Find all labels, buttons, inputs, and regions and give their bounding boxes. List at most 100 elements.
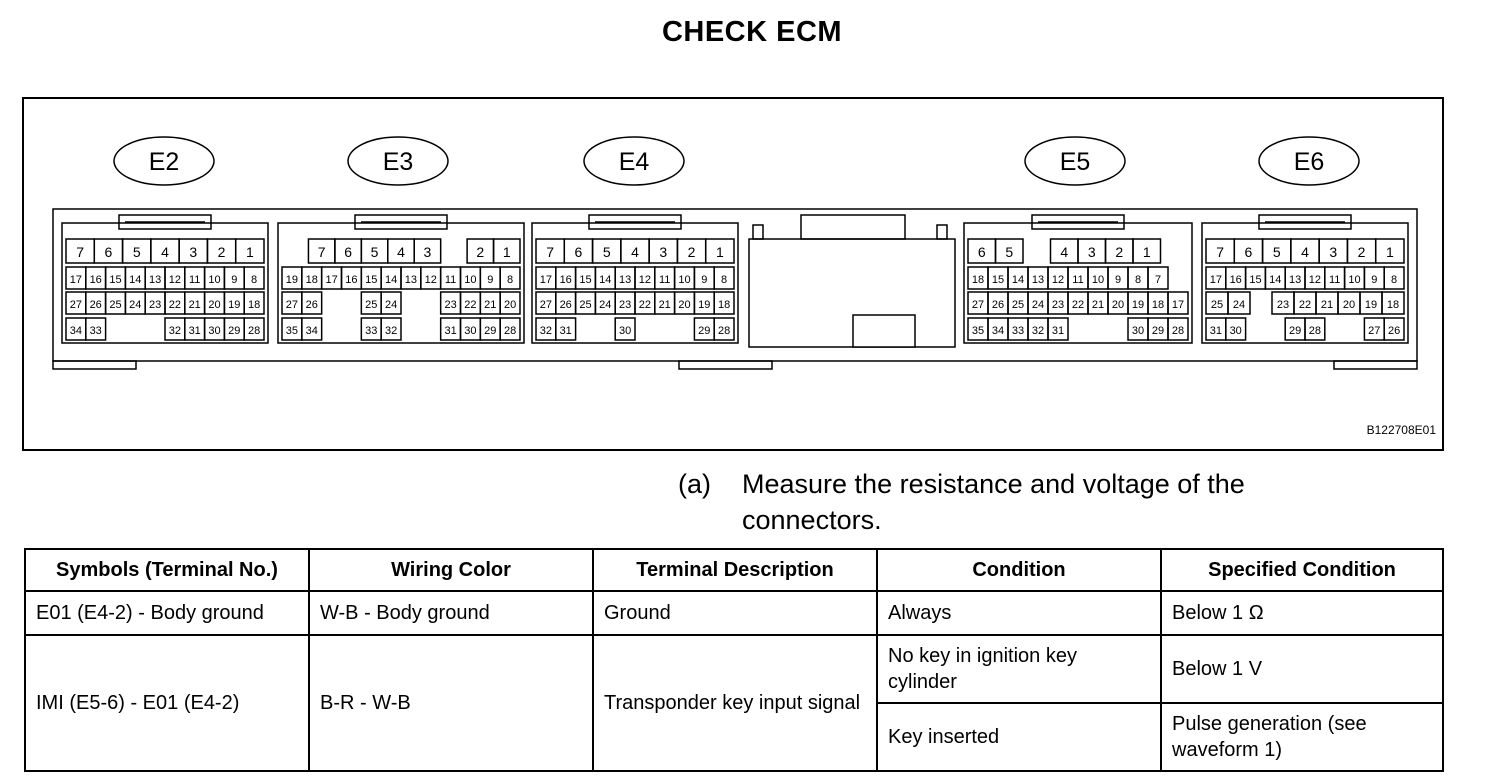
terminal-number: 7	[1155, 274, 1161, 286]
cell-spec: Below 1 V	[1160, 634, 1444, 704]
terminal-cell	[243, 266, 265, 290]
terminal-number: 11	[1072, 274, 1083, 286]
terminal-number: 5	[1273, 244, 1281, 260]
terminal-number: 1	[1386, 244, 1394, 260]
header-specified-condition: Specified Condition	[1160, 548, 1444, 592]
terminal-number: 4	[397, 244, 405, 260]
terminal-number: 4	[1060, 244, 1068, 260]
center-latch	[800, 214, 906, 240]
cell-symbol: IMI (E5-6) - E01 (E4-2)	[24, 634, 310, 772]
terminal-number: 1	[716, 244, 724, 260]
terminal-number: 17	[540, 274, 552, 286]
terminal-number: 9	[1371, 274, 1377, 286]
terminal-number: 33	[1012, 325, 1024, 337]
terminal-number: 16	[345, 274, 357, 286]
housing-tab	[52, 360, 137, 370]
terminal-number: 19	[286, 274, 298, 286]
terminal-number: 32	[540, 325, 552, 337]
terminal-number: 2	[688, 244, 696, 260]
terminal-number: 24	[599, 299, 611, 311]
terminal-number: 28	[1172, 325, 1184, 337]
connector-latch	[1031, 214, 1125, 230]
terminal-number: 11	[189, 274, 200, 286]
cell-description: Ground	[592, 590, 878, 636]
terminal-number: 7	[546, 244, 554, 260]
connector-body	[531, 222, 739, 344]
terminal-number: 32	[1032, 325, 1044, 337]
terminal-number: 2	[1115, 244, 1123, 260]
terminal-number: 9	[231, 274, 237, 286]
terminal-number: 3	[659, 244, 667, 260]
terminal-cell	[1047, 317, 1069, 341]
terminal-number: 29	[1152, 325, 1164, 337]
terminal-number: 27	[70, 299, 82, 311]
terminal-cell	[1167, 291, 1189, 315]
terminal-number: 5	[371, 244, 379, 260]
terminal-number: 30	[464, 325, 476, 337]
step-text: Measure the resistance and voltage of th…	[742, 469, 1245, 535]
terminal-number: 10	[1092, 274, 1104, 286]
terminal-number: 14	[1012, 274, 1024, 286]
connector-label: E5	[1060, 148, 1091, 176]
terminal-number: 23	[444, 299, 456, 311]
terminal-number: 8	[1135, 274, 1141, 286]
terminal-number: 19	[698, 299, 710, 311]
terminal-number: 25	[1012, 299, 1024, 311]
terminal-cell	[499, 317, 521, 341]
terminal-number: 20	[504, 299, 516, 311]
terminal-cell	[499, 266, 521, 290]
terminal-number: 6	[344, 244, 352, 260]
terminal-number: 11	[1329, 274, 1340, 286]
terminal-number: 25	[365, 299, 377, 311]
terminal-number: 21	[484, 299, 496, 311]
terminal-number: 24	[385, 299, 397, 311]
terminal-number: 6	[978, 244, 986, 260]
terminal-cell	[994, 238, 1024, 264]
terminal-cell	[1383, 266, 1405, 290]
terminal-number: 14	[385, 274, 397, 286]
cell-wiring: B-R - W-B	[308, 634, 594, 772]
terminal-number: 3	[1088, 244, 1096, 260]
terminal-number: 28	[718, 325, 730, 337]
terminal-number: 33	[365, 325, 377, 337]
terminal-number: 10	[464, 274, 476, 286]
terminal-number: 21	[659, 299, 671, 311]
terminal-number: 34	[70, 325, 82, 337]
terminal-number: 3	[1329, 244, 1337, 260]
terminal-number: 18	[1387, 299, 1399, 311]
terminal-number: 2	[1358, 244, 1366, 260]
terminal-number: 8	[1391, 274, 1397, 286]
terminal-cell	[1304, 317, 1326, 341]
terminal-number: 26	[306, 299, 318, 311]
cell-wiring: W-B - Body ground	[308, 590, 594, 636]
center-pin	[752, 224, 764, 240]
connector-latch	[1258, 214, 1352, 230]
terminal-number: 5	[1005, 244, 1013, 260]
terminal-number: 12	[639, 274, 651, 286]
terminal-number: 29	[698, 325, 710, 337]
terminal-number: 20	[1112, 299, 1124, 311]
terminal-number: 25	[1211, 299, 1223, 311]
terminal-number: 24	[129, 299, 141, 311]
terminal-cell	[413, 238, 442, 264]
center-block	[748, 238, 956, 348]
center-notch	[852, 314, 916, 348]
specification-table: Symbols (Terminal No.) Wiring Color Term…	[24, 548, 1444, 772]
terminal-number: 13	[405, 274, 417, 286]
terminal-number: 25	[579, 299, 591, 311]
terminal-number: 15	[109, 274, 121, 286]
terminal-number: 26	[560, 299, 572, 311]
terminal-cell	[85, 317, 107, 341]
terminal-cell	[1227, 291, 1251, 315]
connector-body	[963, 222, 1193, 344]
terminal-number: 10	[678, 274, 690, 286]
cell-symbol: E01 (E4-2) - Body ground	[24, 590, 310, 636]
terminal-cell	[704, 238, 735, 264]
terminal-number: 31	[560, 325, 572, 337]
terminal-number: 1	[1143, 244, 1151, 260]
cell-description: Transponder key input signal	[592, 634, 878, 772]
terminal-number: 11	[445, 274, 456, 286]
terminal-number: 34	[992, 325, 1004, 337]
terminal-number: 5	[603, 244, 611, 260]
terminal-number: 29	[484, 325, 496, 337]
